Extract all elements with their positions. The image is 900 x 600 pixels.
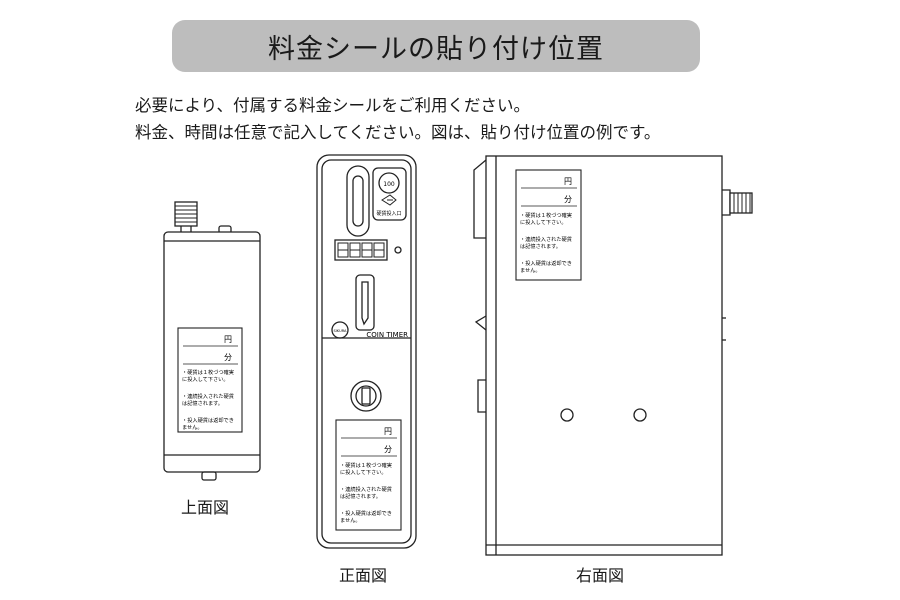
sticker-front: 円 分 ・硬貨は１枚づつ確実 に投入して下さい。 ・連続投入された硬貨 は記憶さ… — [335, 419, 402, 531]
sticker-note: ません。 — [182, 424, 203, 431]
coin-insert-label: 硬貨投入口 — [376, 210, 401, 217]
key-lock — [350, 380, 382, 412]
sticker-note: は記憶されます。 — [182, 399, 223, 407]
right-connector-ribs — [733, 193, 751, 213]
digit-segments — [337, 242, 385, 258]
caption-front-view: 正面図 — [339, 566, 388, 585]
return-slot — [355, 274, 375, 331]
sticker-minutes: 分 — [224, 353, 232, 362]
front-inner-frame — [321, 159, 412, 544]
left-bump — [473, 159, 487, 239]
intro-line-1: 必要により、付属する料金シールをご利用ください。 — [135, 96, 531, 115]
indicator-led — [394, 246, 402, 254]
model-label: COIN TIMER — [366, 331, 408, 339]
sticker-yen: 円 — [224, 335, 232, 344]
sticker-note: ・投入硬貨は返却でき — [340, 509, 392, 517]
sticker-yen: 円 — [384, 427, 392, 436]
coin-100-icon — [378, 172, 400, 194]
brand-logo-icon — [331, 321, 349, 339]
sticker-note: ・連続投入された硬貨 — [182, 392, 234, 400]
brand-label: SIKURA — [333, 329, 347, 333]
bottom-tab — [201, 471, 217, 481]
sticker-note: に投入して下さい。 — [182, 375, 229, 383]
connector-ribs — [175, 205, 197, 223]
front-view-drawing: 100 硬貨投入口 SIKURA COIN TIMER 円 分 ・硬貨は１枚づつ… — [316, 154, 417, 549]
coin-arrow-icon — [381, 194, 397, 206]
page-title: 料金シールの貼り付け位置 — [268, 33, 604, 65]
sticker-note: ・硬貨は１枚づつ確実 — [520, 211, 572, 219]
coin-100-label: 100 — [383, 181, 395, 188]
right-view-drawing: 円 分 ・硬貨は１枚づつ確実 に投入して下さい。 ・連続投入された硬貨 は記憶さ… — [473, 155, 753, 556]
intro-line-2: 料金、時間は任意で記入してください。図は、貼り付け位置の例です。 — [135, 123, 661, 142]
sticker-minutes: 分 — [564, 195, 572, 204]
sticker-note: に投入して下さい。 — [340, 468, 387, 476]
sticker-top: 円 分 ・硬貨は１枚づつ確実 に投入して下さい。 ・連続投入された硬貨 は記憶さ… — [177, 327, 243, 433]
caption-top-view: 上面図 — [181, 498, 230, 517]
screw-hole — [633, 408, 647, 422]
coin-slot — [346, 165, 370, 237]
sticker-note: は記憶されます。 — [520, 242, 561, 250]
right-connector — [729, 192, 753, 214]
sticker-note: ・硬貨は１枚づつ確実 — [182, 368, 234, 376]
sticker-note: ・硬貨は１枚づつ確実 — [340, 461, 392, 469]
sticker-note: ・投入硬貨は返却でき — [520, 259, 572, 267]
sticker-note: ません。 — [520, 267, 541, 274]
sticker-note: は記憶されます。 — [340, 492, 381, 500]
sticker-note: ません。 — [340, 517, 361, 524]
top-view-drawing: 円 分 ・硬貨は１枚づつ確実 に投入して下さい。 ・連続投入された硬貨 は記憶さ… — [163, 201, 261, 481]
screw-hole — [560, 408, 574, 422]
sticker-note: に投入して下さい。 — [520, 218, 567, 226]
coin-insert-panel — [372, 167, 407, 221]
right-cable-stub — [722, 189, 731, 216]
sticker-right: 円 分 ・硬貨は１枚づつ確実 に投入して下さい。 ・連続投入された硬貨 は記憶さ… — [515, 169, 582, 281]
caption-right-view: 右面図 — [576, 566, 625, 585]
sticker-yen: 円 — [564, 177, 572, 186]
sticker-note: ・連続投入された硬貨 — [340, 485, 392, 493]
sticker-note: ・連続投入された硬貨 — [520, 235, 572, 243]
sticker-note: ・投入硬貨は返却でき — [182, 416, 234, 424]
sticker-minutes: 分 — [384, 445, 392, 454]
title-banner: 料金シールの貼り付け位置 — [172, 20, 700, 72]
